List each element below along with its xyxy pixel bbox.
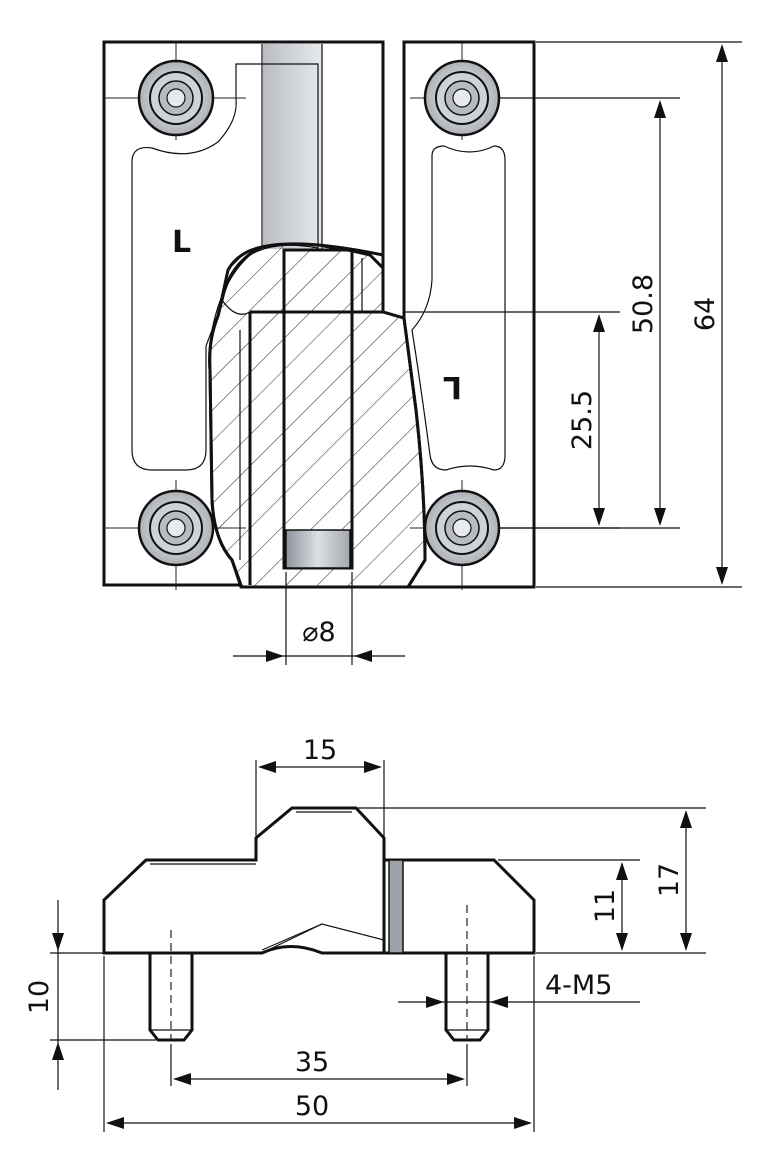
dimension-15: 15 [255, 735, 385, 836]
side-view: 15 17 11 4-M5 [24, 735, 706, 1132]
side-right-body [382, 858, 536, 955]
screw-bottom-right [423, 489, 501, 567]
dimension-25-5: 25.5 [405, 311, 620, 529]
dimension-11: 11 [498, 859, 640, 951]
dim-text-11: 11 [590, 889, 621, 923]
screw-top-right [423, 59, 501, 137]
dim-text-17: 17 [654, 863, 685, 897]
dim-text-50: 50 [295, 1091, 329, 1122]
dimension-50: 50 [103, 956, 535, 1132]
dimension-d8: ⌀8 [233, 572, 405, 665]
screw-top-left [137, 59, 215, 137]
knuckle-strip [263, 44, 323, 249]
dim-text-64: 64 [690, 297, 721, 331]
right-leaf-mark: L [443, 369, 462, 404]
top-view: L L 64 50.8 25.5 [102, 40, 742, 665]
dim-text-50-8: 50.8 [628, 274, 659, 334]
dim-text-35: 35 [295, 1047, 329, 1078]
side-hinge-gap [388, 859, 404, 954]
right-leaf-pocket [411, 145, 506, 471]
screw-bottom-left [137, 489, 215, 567]
left-leaf-mark: L [172, 225, 191, 260]
dimension-50-8: 50.8 [500, 97, 680, 529]
dim-text-25-5: 25.5 [567, 390, 598, 450]
dim-text-4-m5: 4-M5 [545, 970, 612, 1001]
dim-text-15: 15 [303, 735, 337, 766]
side-left-body [102, 806, 386, 955]
dimension-35: 35 [170, 1044, 468, 1086]
dim-text-d8: ⌀8 [302, 617, 335, 648]
dimension-17: 17 [358, 807, 706, 954]
dimension-10: 10 [24, 900, 156, 1090]
dimension-4-m5: 4-M5 [398, 970, 640, 1008]
dim-text-10: 10 [24, 980, 55, 1014]
dimension-64: 64 [536, 41, 742, 588]
